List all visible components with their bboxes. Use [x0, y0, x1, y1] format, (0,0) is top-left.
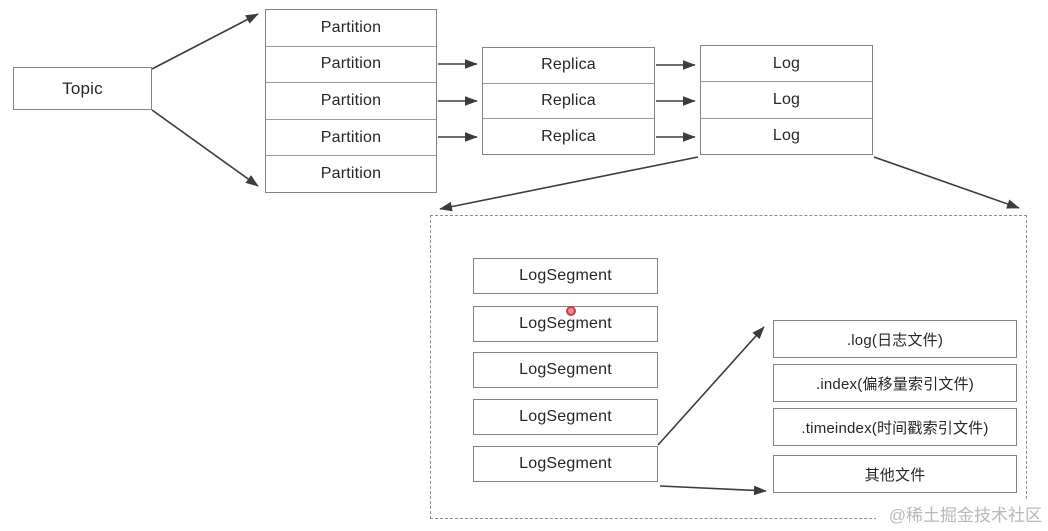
replica-row: Replica [541, 56, 596, 74]
log-row: Log [701, 81, 872, 117]
logsegment-box: LogSegment [473, 352, 658, 388]
replica-row: Replica [483, 82, 654, 119]
file-box-timeindex: .timeindex(时间戳索引文件) [773, 408, 1017, 446]
log-row: Log [701, 117, 872, 154]
file-box-log: .log(日志文件) [773, 320, 1017, 358]
partition-row: Partition [266, 118, 436, 156]
logsegment-box: LogSegment [473, 306, 658, 342]
watermark: @稀土掘金技术社区 [876, 501, 1042, 526]
log-row: Log [772, 54, 801, 72]
arrow-topic-to-partition-bottom [151, 109, 259, 187]
arrow-log-to-panel-left [439, 156, 699, 212]
logsegment-box: LogSegment [473, 446, 658, 482]
pointer-dot [566, 306, 576, 316]
topic-box: Topic [13, 67, 152, 110]
log-stack: Log Log Log [700, 45, 873, 155]
partition-row: Partition [266, 155, 436, 192]
arrow-log-to-panel-right [873, 156, 1020, 209]
replica-row: Replica [483, 118, 654, 154]
logsegment-box: LogSegment [473, 399, 658, 435]
log-detail-panel [430, 215, 1027, 519]
replica-stack: Replica Replica Replica [482, 47, 655, 155]
partition-row: Partition [266, 45, 436, 83]
partition-row: Partition [320, 18, 382, 36]
arrow-topic-to-partition-top [151, 13, 259, 70]
partition-stack: Partition Partition Partition Partition … [265, 9, 437, 193]
partition-row: Partition [266, 82, 436, 119]
file-box-other: 其他文件 [773, 455, 1017, 493]
file-box-index: .index(偏移量索引文件) [773, 364, 1017, 402]
logsegment-box: LogSegment [473, 258, 658, 294]
